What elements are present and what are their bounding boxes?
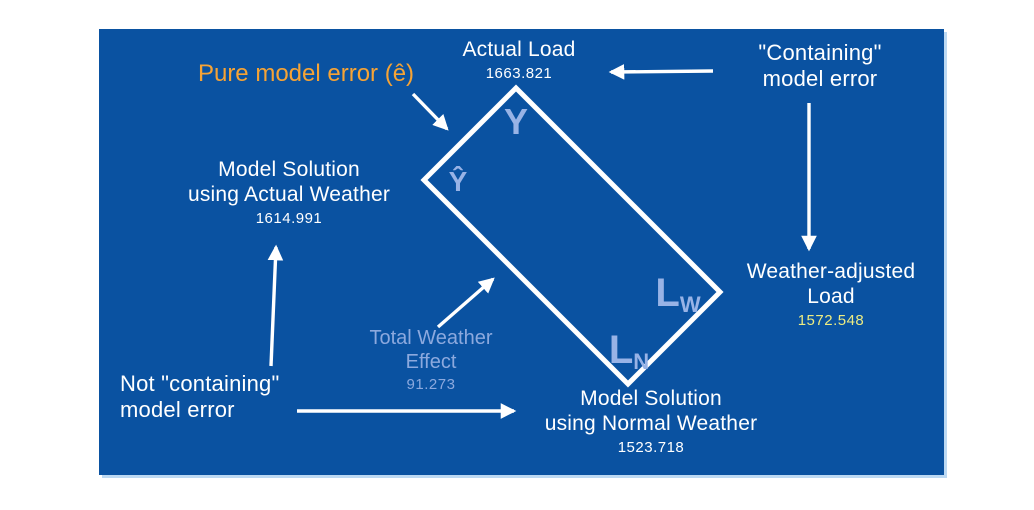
weather-adjusted-load-node: Weather-adjusted Load 1572.548 [746,260,916,329]
vertex-label-lw: LW [655,271,701,317]
not-containing-model-error-label: Not "containing" model error [120,371,280,422]
vertex-label-ln: LN [608,328,650,374]
vertex-label-y: Y [503,101,529,142]
model-solution-normal-weather-node: Model Solution using Normal Weather 1523… [544,387,758,456]
actual-load-node: Actual Load 1663.821 [462,38,576,82]
pure-model-error-label: Pure model error (ê) [197,60,415,87]
vertex-label-y-hat: Ŷ [448,166,468,197]
containing-model-error-label: "Containing" model error [758,40,882,91]
total-weather-effect-node: Total Weather Effect 91.273 [369,327,493,394]
model-solution-actual-weather-node: Model Solution using Actual Weather 1614… [187,158,391,227]
